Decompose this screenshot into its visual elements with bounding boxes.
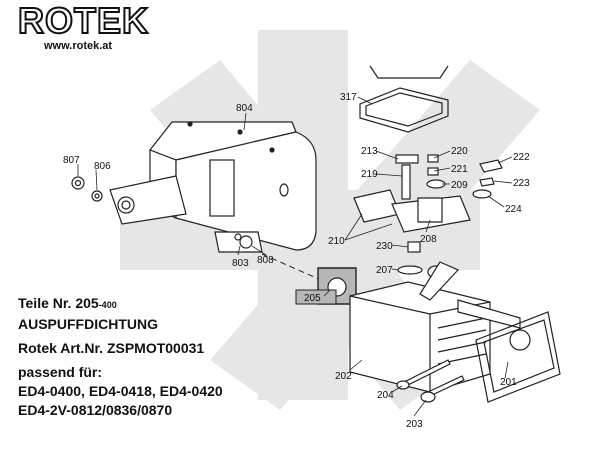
callout-804: 804 [236, 103, 253, 114]
valve-train-parts [353, 154, 503, 279]
callout-808: 808 [257, 255, 274, 266]
callout-209: 209 [451, 180, 468, 191]
brand-website: www.rotek.at [44, 40, 113, 52]
callout-219: 219 [361, 169, 378, 180]
head-gasket-201 [475, 311, 561, 403]
callout-210: 210 [328, 236, 345, 247]
callout-labels: 804 807 806 803 808 317 213 219 220 221 … [63, 92, 530, 430]
part-info: Teile Nr. 205-400 AUSPUFFDICHTUNG Rotek … [18, 294, 298, 420]
callout-803: 803 [232, 258, 249, 269]
fits-models-2: ED4-2V-0812/0836/0870 [18, 402, 173, 418]
callout-222: 222 [513, 152, 530, 163]
part-number: Teile Nr. 205-400 [18, 294, 298, 315]
callout-213: 213 [361, 146, 378, 157]
callout-806: 806 [94, 161, 111, 172]
callout-807: 807 [63, 155, 80, 166]
callout-224: 224 [505, 204, 522, 215]
part-number-label: Teile Nr. 205 [18, 295, 99, 311]
callout-220: 220 [451, 146, 468, 157]
callout-202: 202 [335, 371, 352, 382]
callout-207: 207 [376, 265, 393, 276]
callout-205: 205 [304, 293, 321, 304]
leader-lines [77, 96, 513, 417]
brand-logo: ROTEK [17, 0, 149, 41]
article-number: Rotek Art.Nr. ZSPMOT00031 [18, 340, 205, 356]
callout-208: 208 [420, 234, 437, 245]
valves [396, 359, 465, 403]
fits-label: passend für: [18, 364, 103, 380]
callout-201: 201 [500, 377, 517, 388]
callout-317: 317 [340, 92, 357, 103]
callout-221: 221 [451, 164, 468, 175]
nut-parts [71, 176, 103, 202]
fits-models-1: ED4-0400, ED4-0418, ED4-0420 [18, 383, 223, 399]
callout-230: 230 [376, 241, 393, 252]
callout-223: 223 [513, 178, 530, 189]
valve-cover-gasket [359, 65, 449, 133]
muffler-assembly [109, 121, 317, 253]
callout-204: 204 [377, 390, 394, 401]
callout-203: 203 [406, 419, 423, 430]
part-description: AUSPUFFDICHTUNG [18, 316, 158, 332]
part-number-suffix: -400 [98, 300, 117, 310]
